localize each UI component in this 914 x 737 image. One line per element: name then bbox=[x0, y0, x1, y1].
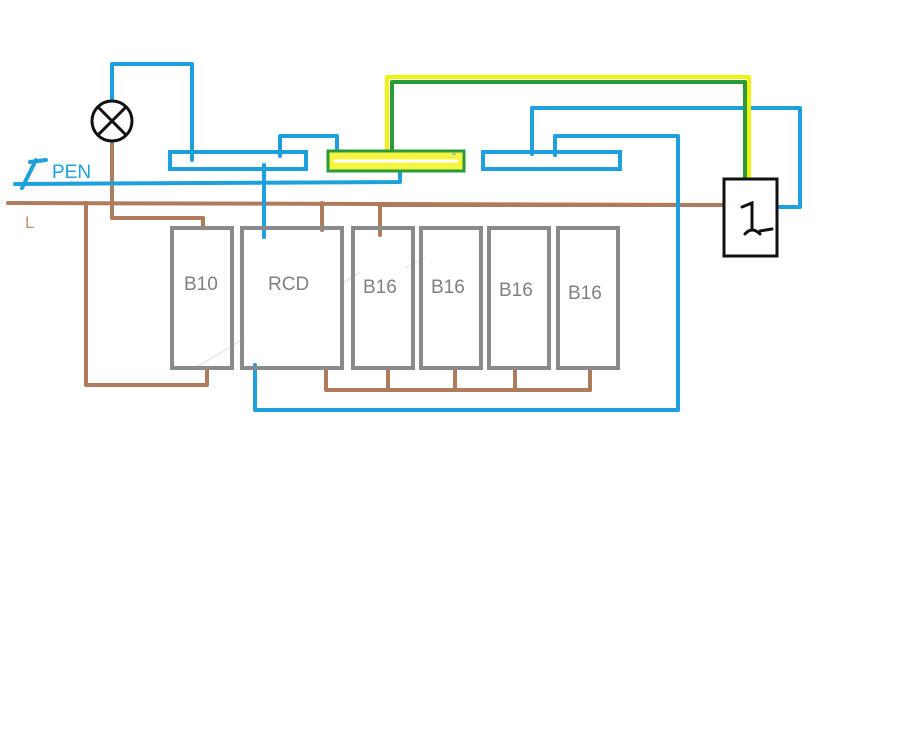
neutral-busbar-right bbox=[481, 150, 622, 171]
breaker-b16-1-label: B16 bbox=[363, 277, 397, 298]
pen-break-tick bbox=[28, 158, 48, 164]
breaker-b16-2-label: B16 bbox=[431, 277, 465, 298]
rcd-neutral-output-wire bbox=[253, 134, 680, 412]
breaker-b10-label: B10 bbox=[184, 274, 218, 295]
line-label: L bbox=[25, 213, 34, 232]
breaker-rcd: RCD bbox=[240, 226, 344, 370]
breaker-panel: B10 RCD B16 B16 B16 B16 bbox=[170, 226, 620, 370]
breaker-b16-3-label: B16 bbox=[499, 280, 533, 301]
pen-label: PEN bbox=[52, 162, 91, 183]
b10-line-feed-wire bbox=[84, 201, 209, 387]
lamp-neutral-wire bbox=[110, 62, 194, 162]
rcd-output-bus-wire bbox=[324, 366, 592, 392]
pen-break-mark bbox=[20, 158, 38, 190]
breaker-b16-4: B16 bbox=[556, 226, 620, 370]
socket-neutral-wire bbox=[530, 106, 802, 209]
pe-wire-inner bbox=[390, 80, 747, 187]
neutral-jumper-wire bbox=[278, 134, 339, 160]
busbars bbox=[168, 149, 622, 173]
breaker-rcd-label: RCD bbox=[268, 274, 309, 295]
breaker-b16-1: B16 bbox=[351, 226, 415, 370]
pe-wire-outer bbox=[385, 75, 751, 187]
lamp-line-wire bbox=[110, 138, 205, 230]
breaker-b16-3: B16 bbox=[487, 226, 551, 370]
breaker-b16-2: B16 bbox=[419, 226, 483, 370]
lamp-icon bbox=[90, 99, 134, 143]
neutral-wires bbox=[13, 62, 802, 412]
breaker-b10: B10 bbox=[170, 226, 234, 370]
socket-icon bbox=[722, 177, 779, 258]
pen-supply-wire bbox=[13, 166, 402, 186]
neutral-busbar-left bbox=[168, 150, 308, 171]
pe-wires bbox=[385, 75, 751, 187]
sketch-artifacts bbox=[194, 257, 426, 369]
line-wires bbox=[6, 138, 730, 392]
socket-line-wire bbox=[378, 203, 730, 237]
breaker-b16-4-label: B16 bbox=[568, 283, 602, 304]
